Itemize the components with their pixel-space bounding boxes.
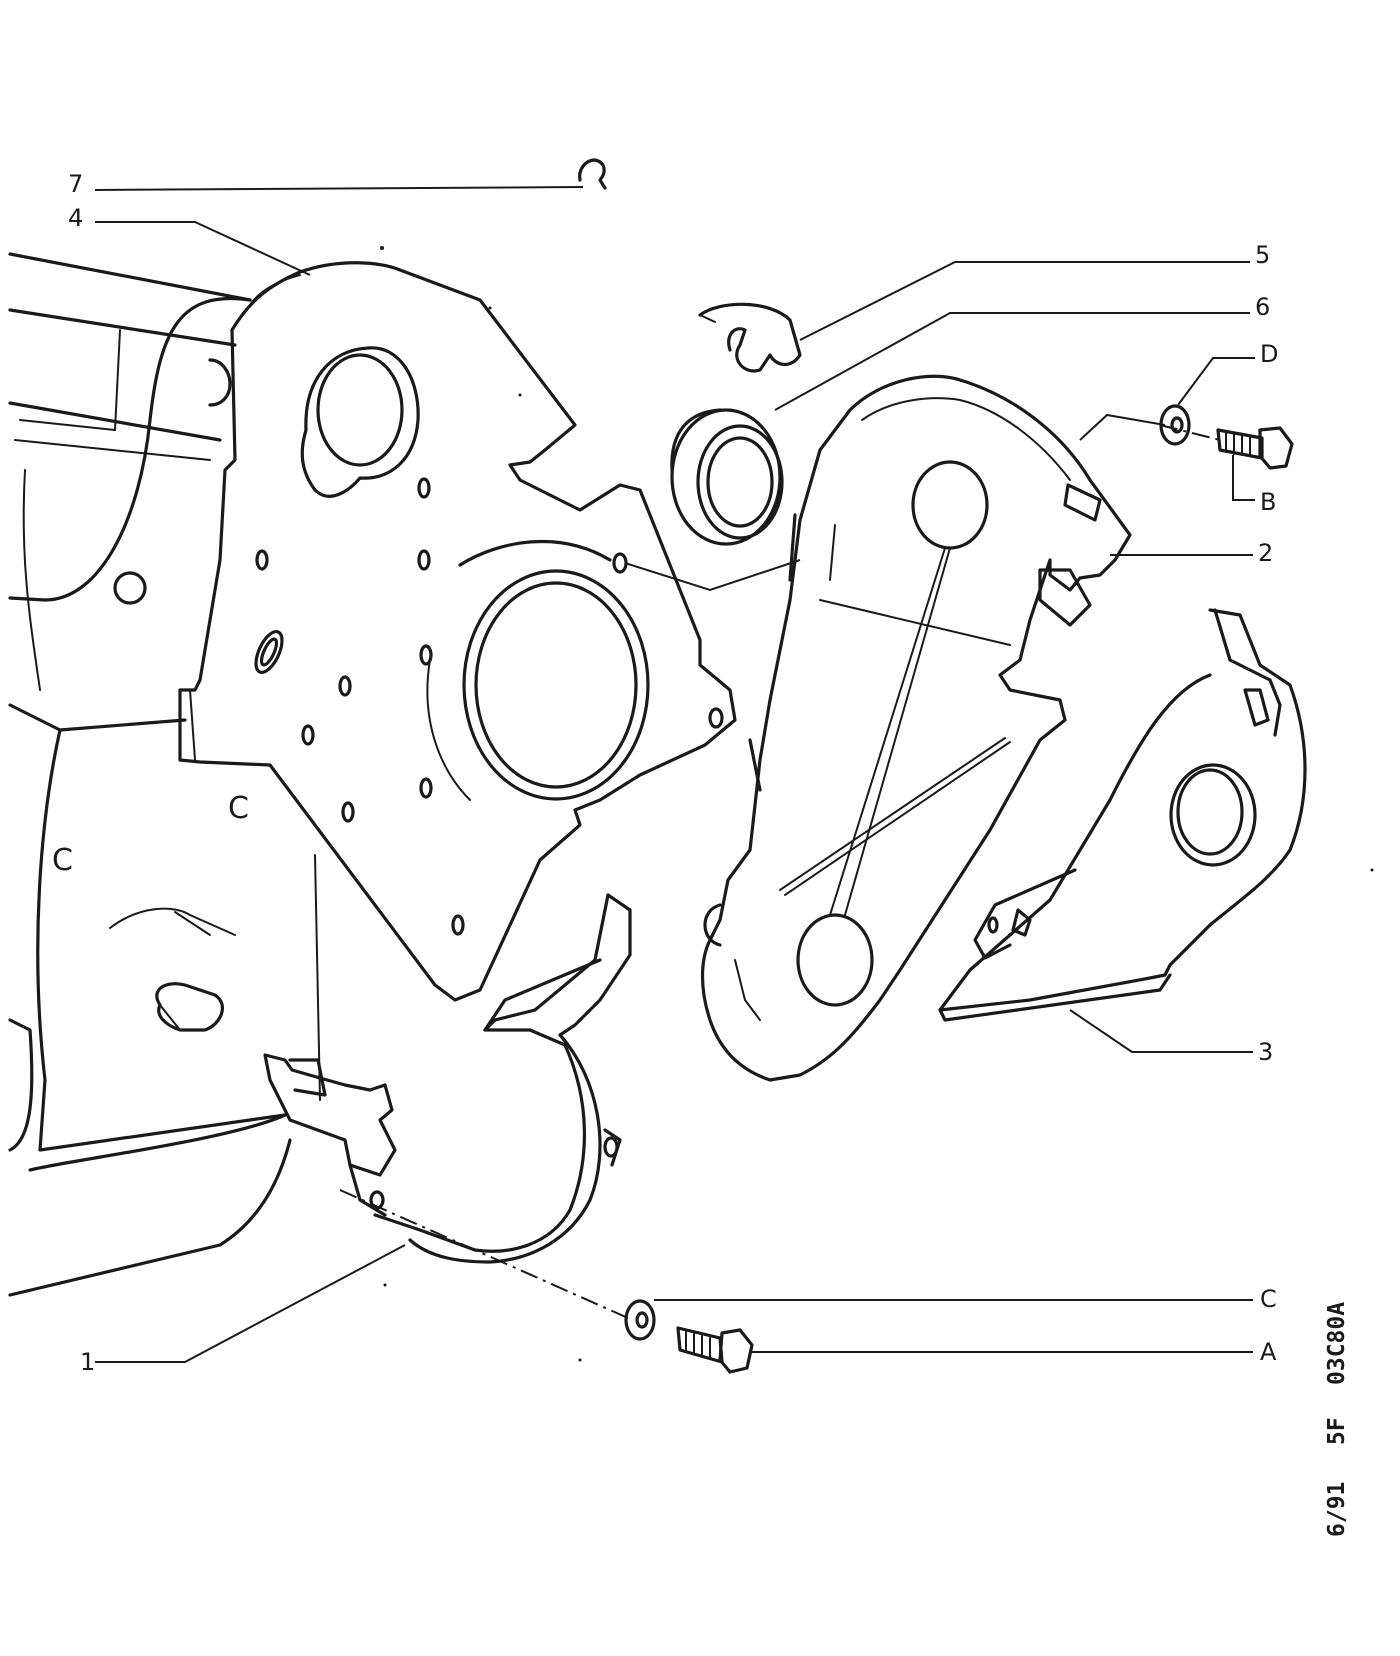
fastener-c-washer-bottom	[624, 1299, 656, 1341]
fastener-b-bolt-top	[1216, 426, 1294, 470]
engine-mark-c-lower: C	[52, 843, 73, 878]
part-6-seal-ring	[670, 408, 784, 546]
engine-block: C C	[8, 252, 321, 1297]
callout-6: 6	[1255, 293, 1270, 321]
part-7-clip	[578, 158, 607, 190]
assembly-axis-lines	[339, 413, 1221, 1319]
fastener-d-washer-top	[1159, 404, 1191, 446]
callout-2: 2	[1258, 539, 1273, 567]
callout-labels: 7 4 5 6 D B 2 3 C A 1	[68, 170, 1278, 1376]
fastener-a-bolt-bottom	[676, 1326, 754, 1374]
drawing-date: 6/91	[1324, 1482, 1350, 1537]
callout-a: A	[1260, 1338, 1277, 1366]
callout-b: B	[1260, 488, 1276, 516]
engine-mark-c-upper: C	[228, 791, 249, 826]
part-2-upper-timing-cover	[700, 374, 1132, 1082]
callout-1: 1	[80, 1348, 95, 1376]
callout-3: 3	[1258, 1038, 1273, 1066]
callout-c: C	[1260, 1285, 1277, 1313]
callout-4: 4	[68, 204, 83, 232]
callout-7: 7	[68, 170, 83, 198]
drawing-reference: 03C80A 5F 6/91	[1324, 1302, 1350, 1537]
callout-5: 5	[1255, 241, 1270, 269]
scan-specks	[380, 246, 1374, 1362]
callout-leaders	[94, 186, 1255, 1363]
part-1-lower-cover-bracket	[263, 893, 632, 1264]
drawing-code: 03C80A	[1324, 1302, 1350, 1385]
drawing-series: 5F	[1324, 1417, 1350, 1445]
part-4-inner-timing-backplate	[178, 261, 737, 1002]
callout-d: D	[1260, 340, 1278, 368]
part-5-wire-clip	[698, 302, 802, 373]
part-3-lower-right-cover	[938, 608, 1307, 1022]
